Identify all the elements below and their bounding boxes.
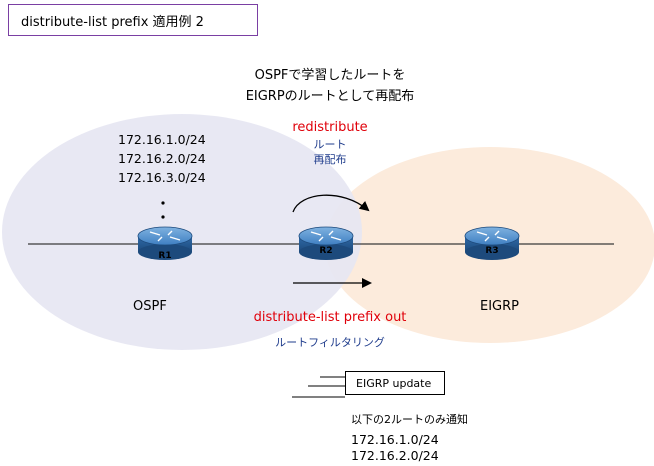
update-route: 172.16.2.0/24 [351,448,439,463]
redistribute-arrow [292,194,370,213]
router-r1-label: R1 [158,251,172,261]
update-stream-lines [292,376,345,398]
eigrp-update-box: EIGRP update [345,371,445,395]
redistribute-command: redistribute [292,120,368,135]
router-r2-label: R2 [319,246,333,256]
ospf-prefix: 172.16.1.0/24 [118,132,206,147]
router-r3-icon [464,226,520,260]
router-r2-icon [298,226,354,260]
ospf-prefix: 172.16.2.0/24 [118,151,206,166]
diagram-title: distribute-list prefix 適用例 2 [8,4,258,36]
distribute-command: distribute-list prefix out [253,310,407,325]
eigrp-domain-label: EIGRP [480,299,519,314]
redistribute-sub2: 再配布 [313,153,347,166]
update-note: 以下の2ルートのみ通知 [351,413,468,426]
ospf-domain-label: OSPF [133,299,167,314]
ellipsis-dot [161,215,165,219]
router-r3-label: R3 [485,246,499,256]
ospf-prefix: 172.16.3.0/24 [118,170,206,185]
router-r1-icon [137,226,193,260]
caption-line-1: OSPFで学習したルートを [254,68,406,83]
redistribute-sub1: ルート [313,138,347,151]
update-route: 172.16.1.0/24 [351,432,439,447]
caption-line-2: EIGRPのルートとして再配布 [245,89,415,104]
distribute-sub: ルートフィルタリング [275,336,385,349]
ellipsis-dot [161,201,165,205]
